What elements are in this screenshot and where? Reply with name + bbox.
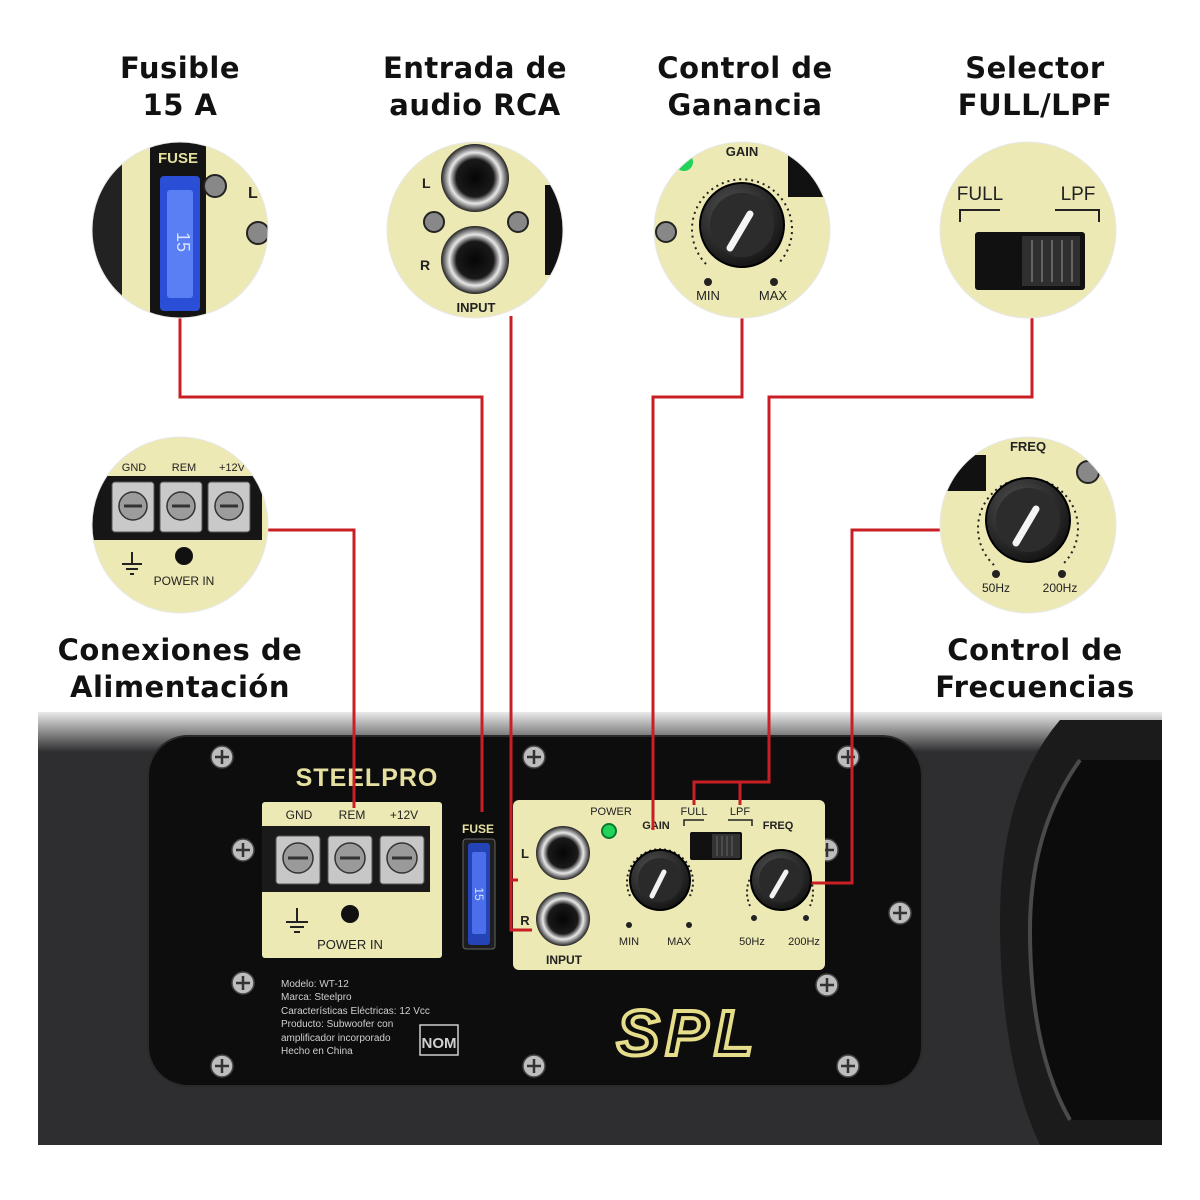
- gain-knob[interactable]: [629, 849, 691, 911]
- svg-text:Marca: Steelpro: Marca: Steelpro: [281, 992, 352, 1003]
- svg-text:FUSE: FUSE: [158, 150, 198, 167]
- fuse-15a[interactable]: 15: [468, 843, 490, 945]
- zoom-freq: FREQ 50Hz 200Hz: [940, 437, 1116, 613]
- panel-screws: [210, 745, 912, 1078]
- freq-50hz-label: 50Hz: [739, 936, 765, 948]
- svg-text:REM: REM: [172, 462, 196, 474]
- svg-text:Modelo: WT-12: Modelo: WT-12: [281, 979, 349, 990]
- rca-left-label: L: [521, 846, 529, 861]
- svg-text:L: L: [248, 185, 258, 202]
- svg-text:GAIN: GAIN: [726, 144, 759, 159]
- specs-text: Modelo: WT-12 Marca: Steelpro Caracterís…: [281, 979, 430, 1057]
- svg-text:INPUT: INPUT: [457, 300, 496, 315]
- ground-symbol-icon: [286, 908, 308, 933]
- zoom-power: GND REM +12V POWER IN: [92, 437, 268, 613]
- svg-text:POWER IN: POWER IN: [154, 574, 215, 588]
- svg-text:FREQ: FREQ: [1010, 439, 1046, 454]
- svg-text:GND: GND: [122, 462, 147, 474]
- brand-logo: STEELPRO: [296, 764, 439, 792]
- svg-text:Hecho en China: Hecho en China: [281, 1046, 353, 1057]
- rca-left-jack[interactable]: [536, 826, 590, 880]
- power-led-label: POWER: [590, 806, 632, 818]
- nom-mark: NOM: [422, 1035, 457, 1052]
- switch-lpf-label: LPF: [730, 806, 750, 818]
- zoom-gain: GAIN MIN MAX: [654, 142, 830, 318]
- rca-right-label: R: [520, 913, 530, 928]
- svg-text:Producto: Subwoofer con: Producto: Subwoofer con: [281, 1019, 393, 1030]
- terminal-block[interactable]: [262, 826, 430, 892]
- svg-text:15: 15: [472, 887, 486, 901]
- svg-text:FULL: FULL: [957, 184, 1003, 205]
- zoom-selector: FULL LPF: [940, 142, 1116, 318]
- terminal-rem-label: REM: [339, 808, 366, 822]
- gain-min-label: MIN: [619, 936, 639, 948]
- rca-right-jack[interactable]: [536, 892, 590, 946]
- svg-text:R: R: [420, 257, 430, 273]
- freq-label: FREQ: [763, 820, 794, 832]
- gain-label: GAIN: [642, 820, 670, 832]
- fuse-panel-label: FUSE: [462, 822, 494, 836]
- power-in-jack[interactable]: [341, 905, 359, 923]
- svg-text:MAX: MAX: [759, 288, 788, 303]
- freq-200hz-label: 200Hz: [788, 936, 820, 948]
- zoom-fuse: FUSE 15 L: [92, 142, 268, 318]
- full-lpf-switch[interactable]: [690, 832, 742, 860]
- zoom-rca: L R INPUT: [387, 142, 563, 318]
- svg-text:200Hz: 200Hz: [1043, 581, 1078, 595]
- svg-text:L: L: [422, 175, 431, 191]
- terminal-gnd-label: GND: [286, 808, 313, 822]
- svg-text:Características Eléctricas: 12: Características Eléctricas: 12 Vcc: [281, 1006, 430, 1017]
- svg-text:15: 15: [173, 232, 193, 252]
- svg-text:+12V: +12V: [219, 462, 246, 474]
- rca-input-label: INPUT: [546, 953, 583, 967]
- speaker-port: [1000, 720, 1162, 1145]
- terminal-12v-label: +12V: [390, 808, 418, 822]
- gain-max-label: MAX: [667, 936, 692, 948]
- power-in-label: POWER IN: [317, 937, 383, 952]
- svg-text:amplificador incorporado: amplificador incorporado: [281, 1033, 391, 1044]
- freq-knob[interactable]: [750, 849, 812, 911]
- switch-full-label: FULL: [681, 806, 708, 818]
- power-led: [601, 823, 617, 839]
- spl-logo: SPL: [617, 997, 759, 1069]
- svg-text:LPF: LPF: [1061, 184, 1096, 205]
- svg-text:MIN: MIN: [696, 288, 720, 303]
- svg-text:50Hz: 50Hz: [982, 581, 1010, 595]
- leader-lines: [178, 316, 1034, 932]
